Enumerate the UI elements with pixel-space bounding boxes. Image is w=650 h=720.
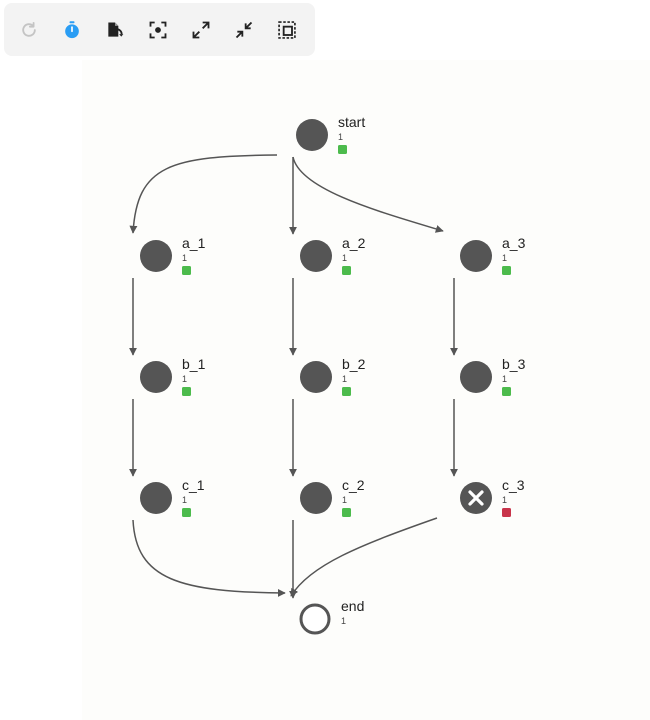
node-label: b_1 — [182, 356, 206, 372]
status-success-badge — [342, 508, 351, 517]
node-label: c_1 — [182, 477, 205, 493]
node-label: c_2 — [342, 477, 365, 493]
status-success-badge — [502, 266, 511, 275]
failed-x-icon — [468, 490, 484, 506]
rerun-button[interactable] — [100, 15, 130, 45]
node-b_3[interactable]: b_31 — [460, 356, 526, 396]
node-run-count: 1 — [502, 374, 507, 384]
status-success-badge — [342, 387, 351, 396]
expand-icon — [192, 21, 210, 38]
select-area-button[interactable] — [272, 15, 302, 45]
node-b_1[interactable]: b_11 — [140, 356, 206, 396]
node-run-count: 1 — [342, 253, 347, 263]
node-b_2[interactable]: b_21 — [300, 356, 366, 396]
node-c_3[interactable]: c_31 — [460, 477, 525, 517]
node-circle — [300, 240, 332, 272]
status-success-badge — [342, 266, 351, 275]
node-label: a_3 — [502, 235, 526, 251]
node-c_1[interactable]: c_11 — [140, 477, 205, 517]
timer-button[interactable] — [57, 15, 87, 45]
node-circle — [140, 240, 172, 272]
node-label: a_2 — [342, 235, 366, 251]
status-success-badge — [338, 145, 347, 154]
node-start[interactable]: start 1 — [296, 114, 365, 154]
collapse-icon — [235, 21, 252, 38]
node-run-count: 1 — [502, 495, 507, 505]
node-circle — [140, 482, 172, 514]
node-circle — [300, 482, 332, 514]
timer-icon — [65, 20, 79, 38]
expand-button[interactable] — [186, 15, 216, 45]
node-label: end — [341, 598, 364, 614]
node-label: start — [338, 114, 365, 130]
status-failed-badge — [502, 508, 511, 517]
end-node-circle — [299, 603, 331, 635]
node-run-count: 1 — [502, 253, 507, 263]
select-area-icon — [278, 20, 296, 39]
status-success-badge — [182, 266, 191, 275]
node-run-count: 1 — [341, 616, 346, 626]
focus-button[interactable] — [143, 15, 173, 45]
status-success-badge — [182, 508, 191, 517]
node-run-count: 1 — [342, 374, 347, 384]
collapse-button[interactable] — [229, 15, 259, 45]
node-a_2[interactable]: a_21 — [300, 235, 366, 275]
node-circle — [140, 361, 172, 393]
node-label: c_3 — [502, 477, 525, 493]
node-label: a_1 — [182, 235, 206, 251]
node-c_2[interactable]: c_21 — [300, 477, 365, 517]
status-success-badge — [502, 387, 511, 396]
node-end[interactable]: end 1 — [299, 598, 364, 635]
node-circle — [300, 361, 332, 393]
node-circle — [460, 240, 492, 272]
status-success-badge — [182, 387, 191, 396]
edge-layer — [129, 154, 458, 599]
edge-c_1-to-end — [132, 519, 286, 597]
canvas-background — [82, 60, 650, 720]
node-run-count: 1 — [342, 495, 347, 505]
edge-c_3-to-end — [290, 517, 438, 597]
edge-start-to-a_1 — [129, 154, 278, 234]
node-run-count: 1 — [182, 253, 187, 263]
refresh-button[interactable] — [14, 15, 44, 45]
file-rerun-icon — [108, 22, 124, 37]
node-circle — [296, 119, 328, 151]
node-run-count: 1 — [182, 495, 187, 505]
focus-icon — [149, 21, 167, 38]
toolbar — [4, 3, 315, 56]
edge-start-to-a_3 — [292, 156, 444, 233]
node-a_1[interactable]: a_11 — [140, 235, 206, 275]
refresh-icon — [22, 21, 36, 37]
node-a_3[interactable]: a_31 — [460, 235, 526, 275]
node-run-count: 1 — [338, 132, 343, 142]
node-circle — [460, 361, 492, 393]
node-label: b_2 — [342, 356, 366, 372]
node-label: b_3 — [502, 356, 526, 372]
node-run-count: 1 — [182, 374, 187, 384]
node-layer: start1a_11a_21a_31b_11b_21b_31c_11c_21c_… — [140, 114, 526, 635]
